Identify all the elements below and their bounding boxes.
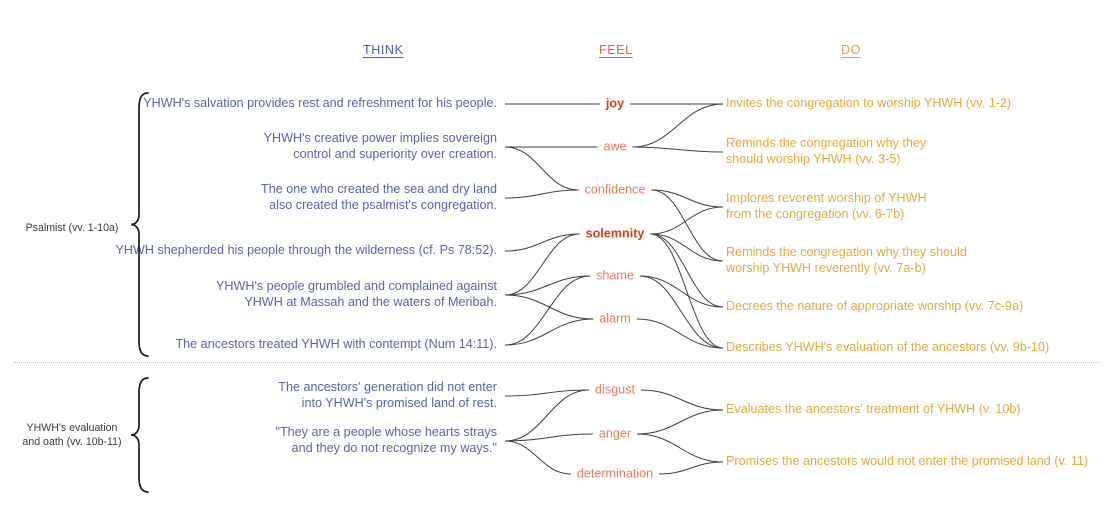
think-item: The ancestors treated YHWH with contempt… bbox=[175, 336, 497, 351]
link-feel-do bbox=[650, 206, 724, 235]
link-feel-do bbox=[650, 233, 724, 262]
link-feel-do bbox=[637, 409, 724, 435]
link-think-feel bbox=[504, 389, 590, 397]
think-item: YHWH's creative power implies sovereign … bbox=[263, 130, 497, 162]
think-item: The one who created the sea and dry land… bbox=[261, 181, 497, 213]
think-item: "They are a people whose hearts strays a… bbox=[275, 424, 497, 456]
feel-item: solemnity bbox=[581, 226, 649, 242]
link-think-feel bbox=[504, 275, 591, 296]
link-feel-do bbox=[639, 275, 724, 308]
link-think-feel bbox=[504, 233, 580, 296]
feel-item: joy bbox=[601, 96, 629, 112]
link-feel-do bbox=[651, 189, 724, 208]
do-item: Promises the ancestors would not enter t… bbox=[726, 453, 1089, 468]
do-item: Reminds the congregation why they should… bbox=[726, 244, 967, 276]
link-think-feel bbox=[504, 233, 580, 252]
link-think-feel bbox=[504, 294, 594, 320]
column-header-think: THINK bbox=[363, 43, 404, 57]
link-think-feel bbox=[504, 146, 579, 191]
link-think-feel bbox=[504, 440, 571, 475]
link-feel-do bbox=[650, 233, 724, 308]
section-brace bbox=[130, 92, 149, 357]
think-item: The ancestors' generation did not enter … bbox=[278, 379, 497, 411]
link-feel-do bbox=[650, 233, 724, 349]
feel-item: confidence bbox=[580, 182, 650, 198]
link-feel-do bbox=[636, 318, 724, 349]
link-think-feel bbox=[504, 389, 590, 442]
link-feel-do bbox=[632, 103, 724, 148]
feel-item: determination bbox=[572, 466, 658, 482]
section-label: Psalmist (vv. 1-10a) bbox=[25, 222, 119, 234]
section-divider bbox=[14, 362, 1100, 363]
column-header-feel: FEEL bbox=[599, 43, 633, 57]
link-think-feel bbox=[504, 189, 579, 199]
link-feel-do bbox=[637, 433, 724, 463]
think-item: YHWH's salvation provides rest and refre… bbox=[143, 95, 497, 110]
do-item: Invites the congregation to worship YHWH… bbox=[726, 95, 1012, 110]
do-item: Decrees the nature of appropriate worshi… bbox=[726, 298, 1024, 313]
link-think-feel bbox=[504, 318, 594, 346]
feel-item: anger bbox=[594, 426, 636, 442]
do-item: Describes YHWH's evaluation of the ances… bbox=[726, 339, 1050, 354]
feel-item: shame bbox=[592, 268, 638, 284]
link-feel-do bbox=[640, 389, 724, 411]
section-brace bbox=[130, 377, 149, 493]
link-feel-do bbox=[632, 146, 724, 153]
do-item: Evaluates the ancestors' treatment of YH… bbox=[726, 401, 1021, 416]
feel-item: disgust bbox=[591, 382, 639, 398]
column-header-do: DO bbox=[841, 43, 861, 57]
think-item: YHWH's people grumbled and complained ag… bbox=[215, 278, 497, 310]
section-label: YHWH's evaluation and oath (vv. 10b-11) bbox=[22, 422, 122, 448]
feel-item: alarm bbox=[595, 311, 635, 327]
think-item: YHWH shepherded his people through the w… bbox=[115, 242, 497, 257]
do-item: Reminds the congregation why they should… bbox=[726, 135, 927, 167]
link-feel-do bbox=[639, 275, 724, 349]
link-think-feel bbox=[504, 275, 591, 346]
do-item: Implores reverent worship of YHWH from t… bbox=[726, 190, 927, 222]
feel-item: awe bbox=[599, 139, 631, 155]
link-think-feel bbox=[504, 433, 593, 442]
link-feel-do bbox=[651, 189, 724, 262]
link-feel-do bbox=[659, 461, 724, 475]
